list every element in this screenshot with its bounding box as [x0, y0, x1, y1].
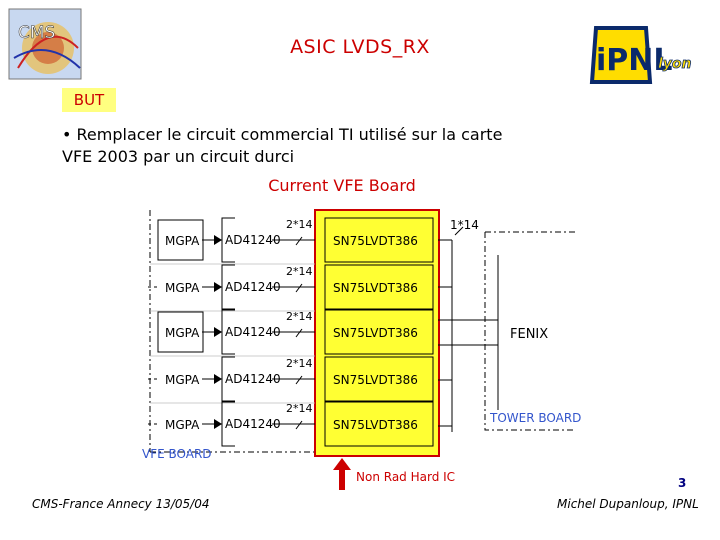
adc-block: [221, 356, 235, 402]
adc-label: AD41240: [225, 372, 281, 386]
ipnl-logo: iPNL lyon: [589, 26, 692, 84]
adc-label: AD41240: [225, 325, 281, 339]
adc-block: [221, 217, 235, 263]
receiver-box: [324, 217, 434, 263]
adc-label: AD41240: [225, 417, 281, 431]
receiver-label: SN75LVDT386: [333, 281, 418, 295]
mgpa-label: MGPA: [165, 234, 200, 248]
adc-block: [221, 264, 235, 310]
receiver-label: SN75LVDT386: [333, 326, 418, 340]
cms-logo: CMS: [8, 8, 82, 80]
mgpa-label: MGPA: [165, 281, 200, 295]
bus-width-label: 2*14: [286, 218, 313, 231]
adc-block: [221, 309, 235, 355]
receiver-label: SN75LVDT386: [333, 373, 418, 387]
receiver-box: [324, 356, 434, 402]
mgpa-label: MGPA: [165, 326, 200, 340]
adc-label: AD41240: [225, 280, 281, 294]
footer-left: CMS-France Annecy 13/05/04: [32, 497, 210, 511]
page-number: 3: [678, 476, 687, 490]
ipnl-logo-subtext: lyon: [658, 56, 692, 72]
mgpa-label: MGPA: [165, 418, 200, 432]
tower-board-outline: [484, 231, 576, 431]
adc-label: AD41240: [225, 233, 281, 247]
mgpa-label: MGPA: [165, 373, 200, 387]
output-bus-label: 1*14: [450, 218, 479, 232]
fenix-label: FENIX: [510, 327, 548, 342]
non-rad-hard-label: Non Rad Hard IC: [356, 470, 455, 484]
slide-title: ASIC LVDS_RX: [290, 36, 430, 58]
receiver-box: [324, 264, 434, 310]
receiver-label: SN75LVDT386: [333, 234, 418, 248]
non-rad-hard-arrow: [333, 458, 351, 490]
cms-logo-text: CMS: [18, 23, 55, 43]
bus-width-label: 2*14: [286, 265, 313, 278]
adc-block: [221, 401, 235, 447]
bus-width-label: 2*14: [286, 402, 313, 415]
bullet-text: • Remplacer le circuit commercial TI uti…: [62, 125, 503, 166]
receivers-highlight: [314, 209, 440, 457]
vfe-board-label: VFE BOARD: [142, 447, 212, 461]
bus-width-label: 2*14: [286, 357, 313, 370]
ipnl-logo-text: iPNL: [596, 43, 673, 78]
receiver-label: SN75LVDT386: [333, 418, 418, 432]
diagram-title: Current VFE Board: [268, 176, 416, 195]
receiver-box: [324, 309, 434, 355]
tower-board-label: TOWER BOARD: [489, 411, 581, 425]
receiver-box: [324, 401, 434, 447]
bus-width-label: 2*14: [286, 310, 313, 323]
footer-right: Michel Dupanloup, IPNL: [557, 497, 699, 511]
section-label: BUT: [62, 88, 116, 112]
